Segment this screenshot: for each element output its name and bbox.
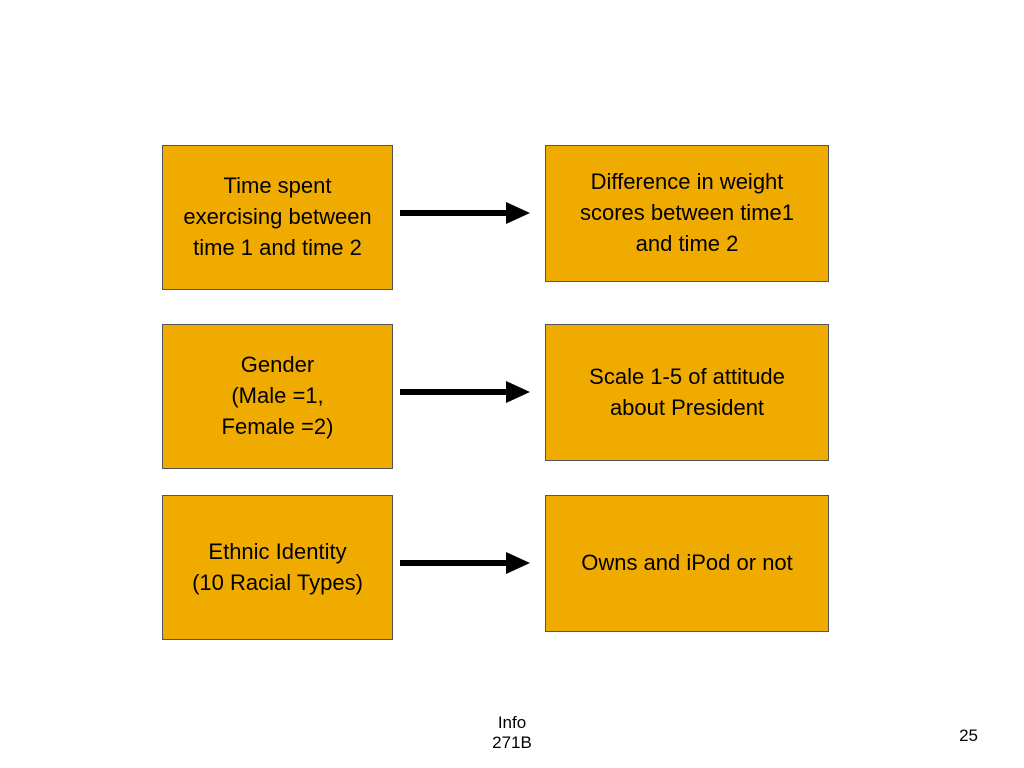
independent-variable-box-3: Ethnic Identity (10 Racial Types) xyxy=(162,495,393,640)
independent-variable-label-1: Time spent exercising between time 1 and… xyxy=(183,173,372,260)
independent-variable-label-3: Ethnic Identity (10 Racial Types) xyxy=(192,538,363,595)
arrow-right-icon-2 xyxy=(400,381,530,403)
arrow-right-icon-3 xyxy=(400,552,530,574)
dependent-variable-label-1: Difference in weight scores between time… xyxy=(580,169,794,256)
arrow-right-icon-1 xyxy=(400,202,530,224)
page-number: 25 xyxy=(959,726,978,745)
independent-variable-box-1: Time spent exercising between time 1 and… xyxy=(162,145,393,290)
dependent-variable-label-3: Owns and iPod or not xyxy=(581,550,793,576)
footer-text: Info 271B xyxy=(492,713,532,753)
dependent-variable-box-2: Scale 1-5 of attitude about President xyxy=(545,324,829,461)
dependent-variable-label-2: Scale 1-5 of attitude about President xyxy=(589,363,785,420)
dependent-variable-box-3: Owns and iPod or not xyxy=(545,495,829,632)
dependent-variable-box-1: Difference in weight scores between time… xyxy=(545,145,829,282)
independent-variable-label-2: Gender (Male =1, Female =2) xyxy=(221,352,334,439)
independent-variable-box-2: Gender (Male =1, Female =2) xyxy=(162,324,393,469)
